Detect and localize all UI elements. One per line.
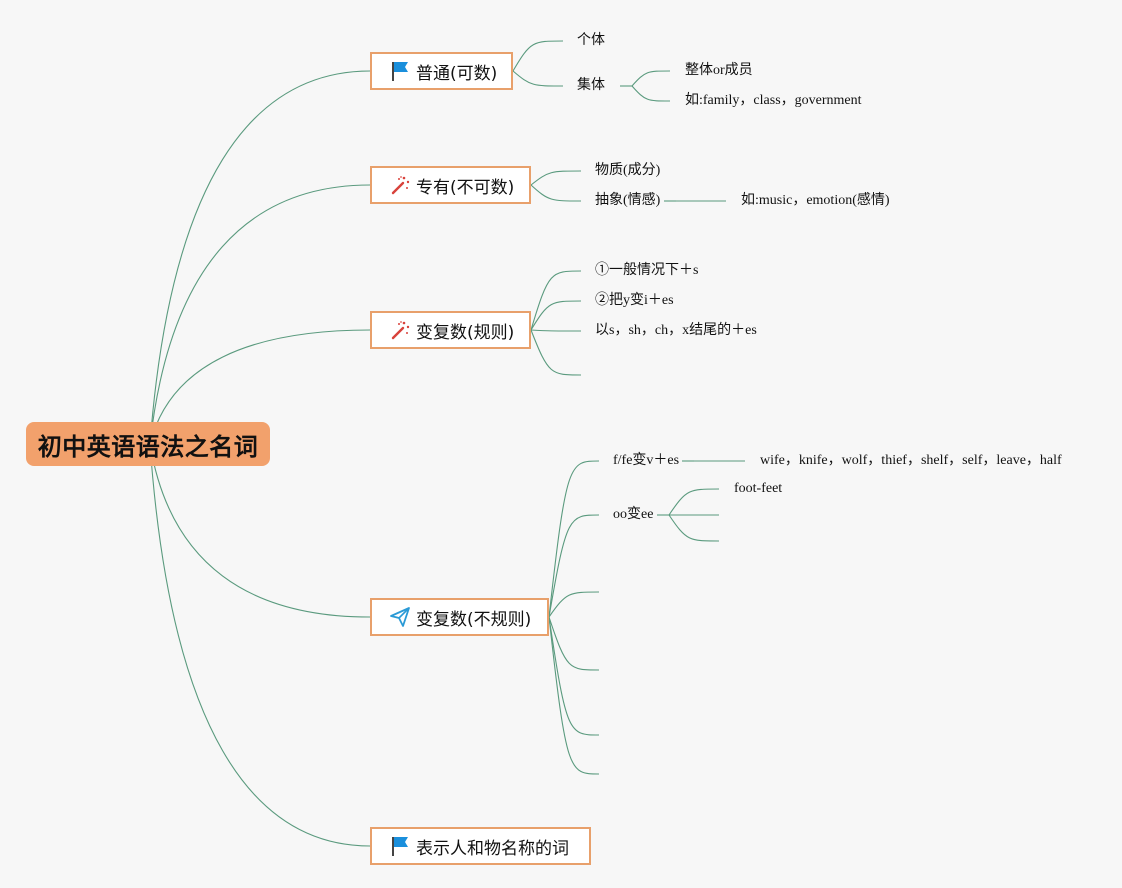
connector-b3-to-b3c3 [530,329,582,332]
branch-topic-1[interactable]: 普通(可数) [370,52,513,90]
paper-plane-icon [390,607,410,627]
magic-wand-icon [391,176,410,195]
connector-b3-to-b3c4 [530,329,582,376]
leaf-b1c2a[interactable]: 整体or成员 [685,63,753,78]
branch-topic-label: 专有(不可数) [416,177,515,198]
flag-icon [392,62,408,81]
branch-topic-label: 普通(可数) [416,63,498,84]
connector-root-to-b2 [149,184,371,445]
connector-b3-to-b3c2 [530,300,582,331]
connector-b4-to-b4c6 [548,616,600,775]
branch-topic-3[interactable]: 变复数(规则) [370,311,531,349]
connector-b4-to-b4c5 [548,616,600,736]
connector-b1c2-to-b1c2a [631,70,671,87]
branch-topic-label: 变复数(不规则) [416,609,532,630]
leaf-b4c1a[interactable]: wife，knife，wolf，thief，shelf，self，leave，h… [760,453,1062,468]
connector-root-to-b5 [149,443,371,847]
leaf-b2c2a[interactable]: 如:music，emotion(感情) [741,193,890,208]
connector-b1c2-to-b1c2b [631,85,671,102]
branch-topic-label: 表示人和物名称的词 [416,838,569,859]
connector-b4-to-b4c4 [548,616,600,671]
connector-b4c2-to-b4c2c [668,514,720,542]
connector-b1-to-b1c1 [512,40,564,72]
subtopic-b2c2[interactable]: 抽象(情感) [595,193,661,208]
leaf-b4c2a[interactable]: foot-feet [734,481,783,496]
subtopic-b1c2[interactable]: 集体 [577,78,605,93]
root-topic[interactable]: 初中英语语法之名词 [26,422,270,466]
subtopic-b1c1[interactable]: 个体 [577,33,605,48]
connector-b2-to-b2c2 [530,184,582,202]
subtopic-b3c1[interactable]: ①一般情况下＋s [595,263,699,278]
branch-topic-2[interactable]: 专有(不可数) [370,166,531,204]
magic-wand-icon [391,321,410,340]
leaf-b1c2b[interactable]: 如:family，class，government [685,93,862,108]
subtopic-b3c3[interactable]: 以s，sh，ch，x结尾的＋es [595,323,757,338]
branch-topic-label: 变复数(规则) [416,322,515,343]
connector-root-to-b4 [149,443,371,618]
root-topic-label: 初中英语语法之名词 [37,432,259,461]
connector-b4-to-b4c2 [548,514,600,618]
connector-b4-to-b4c1 [548,460,600,618]
subtopic-b4c1[interactable]: f/fe变v＋es [613,453,680,468]
subtopic-b2c1[interactable]: 物质(成分) [595,163,661,178]
connector-root-to-b1 [149,70,371,445]
branch-topic-4[interactable]: 变复数(不规则) [370,598,549,636]
connector-b2-to-b2c1 [530,170,582,186]
connector-b1-to-b1c2 [512,70,564,87]
connector-b4c2-to-b4c2a [668,488,720,516]
subtopic-b3c2[interactable]: ②把y变i＋es [595,293,674,308]
flag-icon [392,837,408,856]
connector-b3-to-b3c1 [530,270,582,331]
subtopic-b4c2[interactable]: oo变ee [613,507,654,522]
branch-topic-5[interactable]: 表示人和物名称的词 [370,827,591,865]
connector-b4-to-b4c3 [548,591,600,618]
